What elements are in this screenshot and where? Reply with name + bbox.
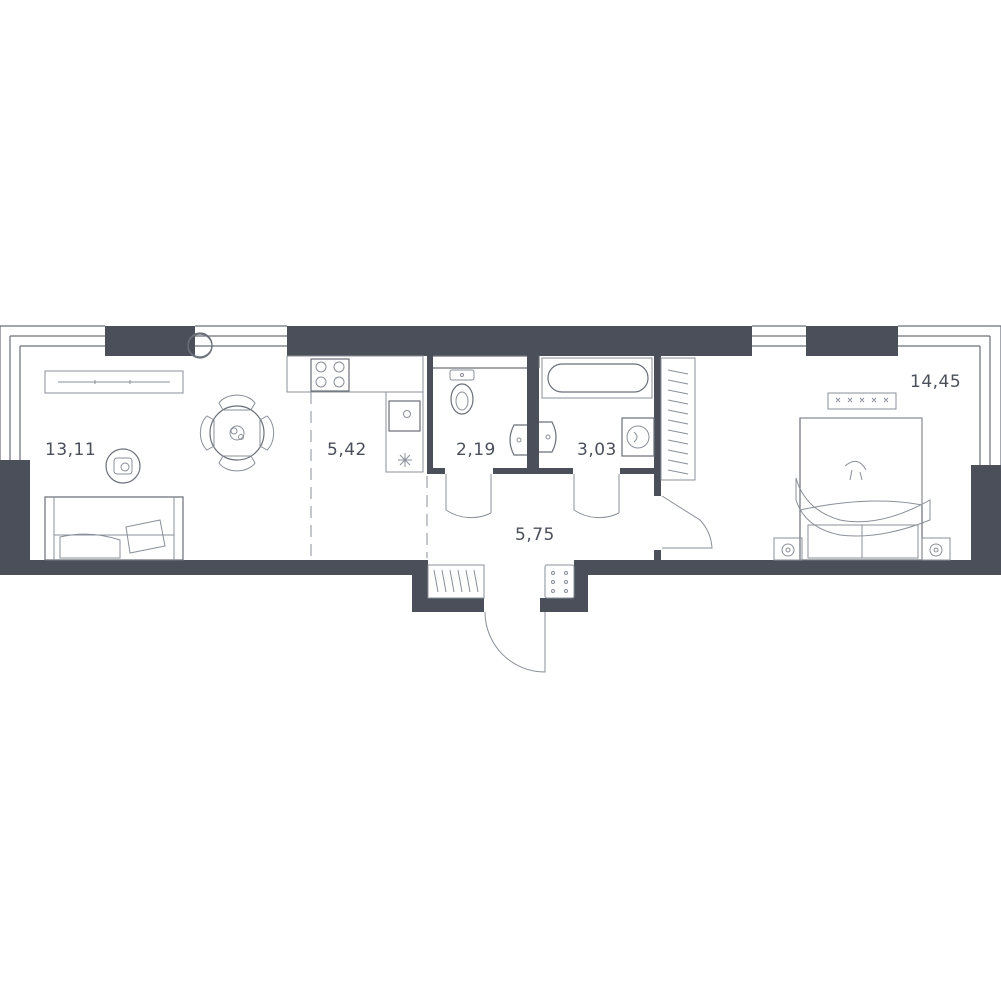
bedroom-area: 14,45 (910, 372, 961, 392)
bathroom-area: 3,03 (577, 440, 617, 460)
kitchen-counter (385, 391, 424, 473)
toilet-area: 2,19 (456, 440, 496, 460)
chair-icon (199, 394, 275, 472)
toilet-icon (449, 369, 475, 415)
hall-wardrobe-icon (427, 564, 485, 599)
hallway-area: 5,75 (515, 525, 555, 545)
rug-icon (105, 448, 141, 484)
wash-basin-icon (509, 424, 527, 456)
fridge-icon (398, 453, 412, 467)
shoe-rack-icon (544, 564, 575, 599)
kitchen-area: 5,42 (327, 440, 367, 460)
table-icon (209, 405, 265, 461)
walls (0, 326, 1001, 612)
living-room-area: 13,11 (45, 440, 96, 460)
bathroom-sink-icon (539, 421, 557, 453)
sink-icon (388, 400, 421, 432)
tv-icon (44, 370, 184, 394)
bathtub-icon (541, 357, 653, 399)
bench-icon (827, 392, 897, 410)
nightstand-right-icon (921, 537, 951, 561)
sofa-icon (44, 496, 184, 561)
wardrobe-icon (660, 357, 696, 481)
door-icon (445, 474, 713, 673)
bed-icon (795, 417, 931, 561)
nightstand-left-icon (773, 537, 803, 561)
footstool-icon (187, 333, 213, 359)
window-frames (0, 325, 1001, 465)
washing-machine-icon (621, 417, 655, 457)
stove-icon (286, 355, 424, 393)
